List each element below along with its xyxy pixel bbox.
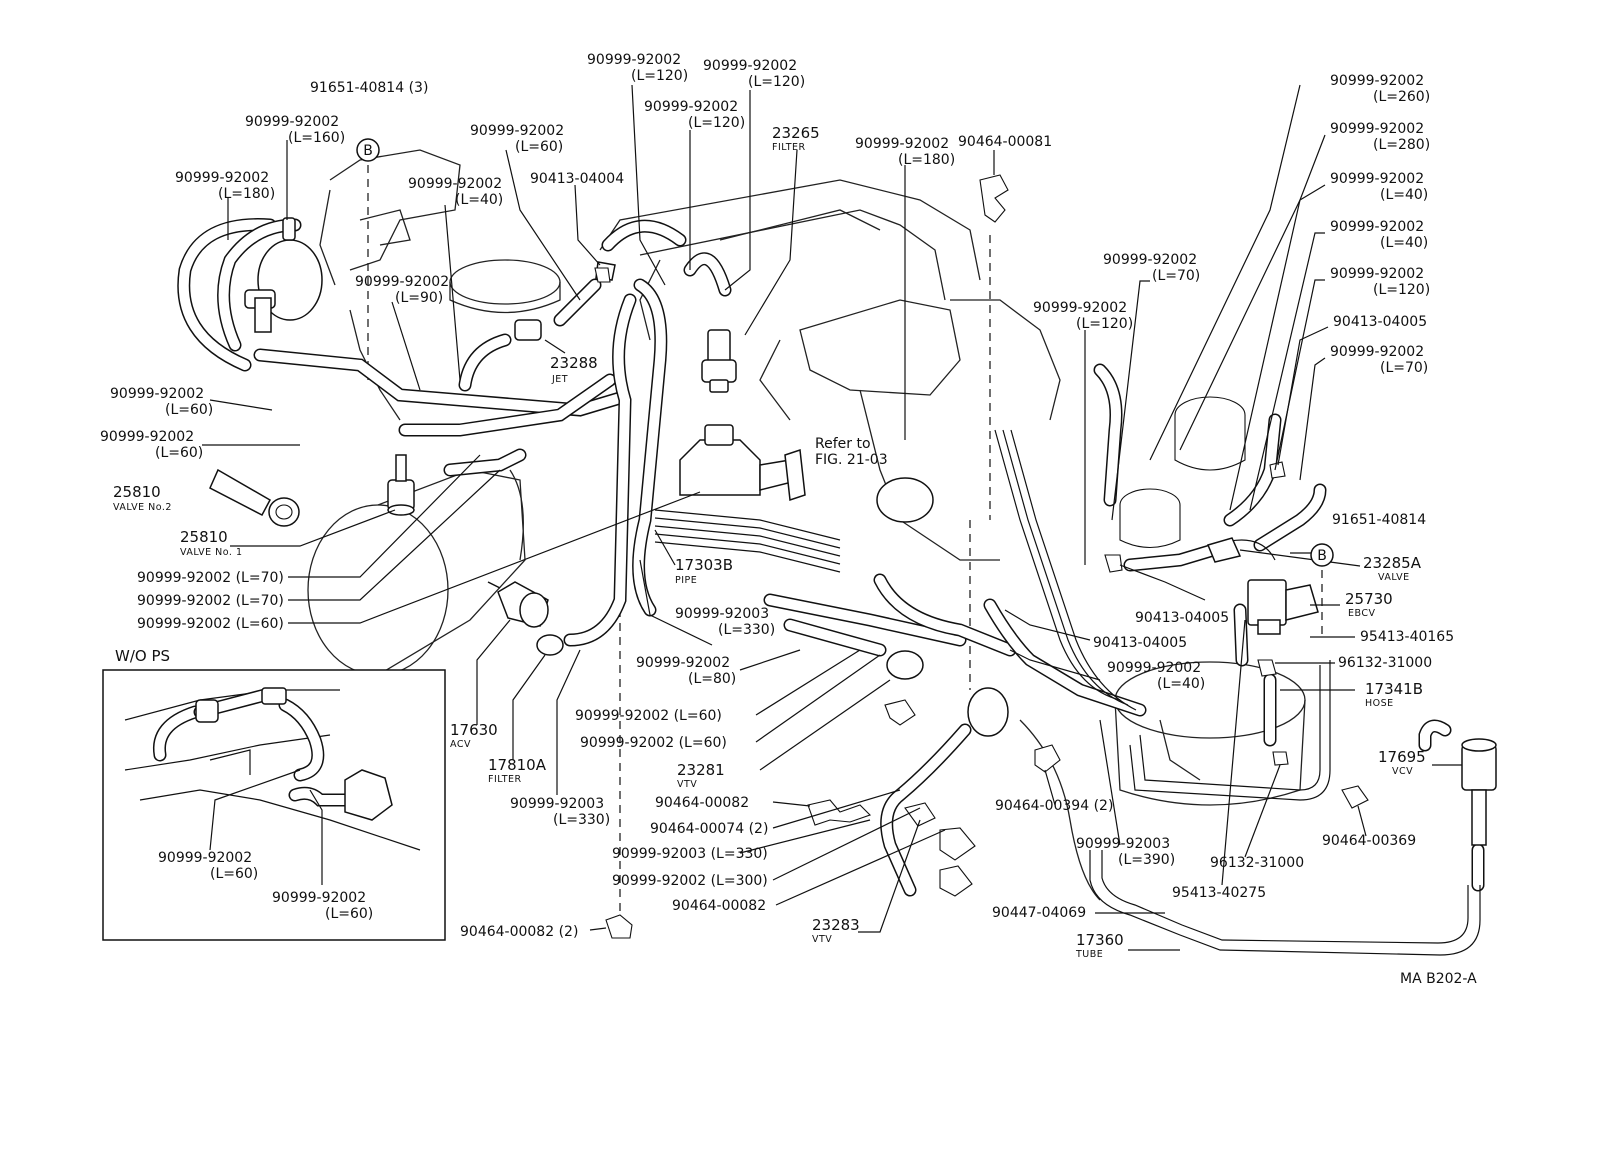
label-hose-l120-mid: 90999-92002(L=120) [1033, 300, 1133, 332]
valve-no1 [387, 454, 415, 516]
label-hose-l120-c: 90999-92002(L=120) [644, 99, 745, 131]
label-hose-l330-b: 90999-92003 (L=330) [612, 846, 768, 862]
part-labels: 91651-40814 (3) 90999-92002(L=160) 90999… [100, 52, 1477, 987]
marker-b-left: B [356, 138, 380, 162]
label-hose-l120-right: 90999-92002(L=120) [1330, 266, 1430, 298]
vacuum-hoses [177, 218, 1485, 897]
label-hose-l40-right-a: 90999-92002(L=40) [1330, 171, 1428, 203]
label-90464-00074: 90464-00074 (2) [650, 821, 768, 837]
label-hose-l60-c: 90999-92002 (L=60) [137, 616, 284, 632]
components [209, 174, 1497, 939]
filter-17810a [536, 634, 564, 656]
label-90464-00369: 90464-00369 [1322, 833, 1416, 849]
label-hose-l300: 90999-92002 (L=300) [612, 873, 768, 889]
vtv-23281 [886, 650, 924, 680]
acv-17630 [487, 581, 549, 628]
svg-text:B: B [1317, 548, 1327, 564]
vacuum-unit-center [679, 424, 802, 496]
label-95413-40165: 95413-40165 [1360, 629, 1454, 645]
label-hose-l60-a: 90999-92002(L=60) [110, 386, 213, 418]
metal-pipes [654, 429, 1481, 956]
label-90447-04069: 90447-04069 [992, 905, 1086, 921]
label-hose-l180-left: 90999-92002(L=180) [175, 170, 275, 202]
label-91651-40814: 91651-40814 [1332, 512, 1426, 528]
label-inset-hose-l60-b: 90999-92002(L=60) [272, 890, 373, 922]
jet-23288 [514, 319, 542, 341]
label-hose-l280: 90999-92002(L=280) [1330, 121, 1430, 153]
ebcv-25730 [1247, 579, 1319, 635]
label-hose-l70-mid: 90999-92002(L=70) [1103, 252, 1200, 284]
label-hose-l40-right-b: 90999-92002(L=40) [1330, 219, 1428, 251]
label-hose-l390: 90999-92003(L=390) [1076, 836, 1175, 868]
label-hose-l260: 90999-92002(L=260) [1330, 73, 1430, 105]
inset-without-ps [102, 669, 446, 941]
label-hose-l60-e: 90999-92002 (L=60) [580, 735, 727, 751]
label-96132-31000-a: 96132-31000 [1338, 655, 1432, 671]
label-hose-l330-c: 90999-92003(L=330) [510, 796, 610, 828]
label-hose-l60-b: 90999-92002(L=60) [100, 429, 203, 461]
label-90464-00082-a: 90464-00082 [655, 795, 749, 811]
label-91651-40814-3: 91651-40814 (3) [310, 80, 428, 96]
label-hose-l120-b: 90999-92002(L=120) [703, 58, 805, 90]
label-hose-l40-left: 90999-92002(L=40) [408, 176, 503, 208]
label-90464-00081: 90464-00081 [958, 134, 1052, 150]
label-90464-00394: 90464-00394 (2) [995, 798, 1113, 814]
label-hose-l160: 90999-92002(L=160) [245, 114, 345, 146]
leader-lines [202, 84, 1462, 951]
label-wo-ps: W/O PS [115, 647, 170, 665]
label-hose-l90: 90999-92002(L=90) [355, 274, 449, 306]
label-figure-code: MA B202-A [1400, 971, 1477, 987]
label-95413-40275: 95413-40275 [1172, 885, 1266, 901]
label-hose-l60-top: 90999-92002(L=60) [470, 123, 564, 155]
label-90464-00082-b: 90464-00082 [672, 898, 766, 914]
label-hose-l330-a: 90999-92003(L=330) [675, 606, 775, 638]
label-hose-l70-a: 90999-92002 (L=70) [137, 570, 284, 586]
engine-outline [307, 149, 1306, 901]
filter-23265 [701, 329, 737, 393]
valve-no2 [209, 468, 300, 527]
label-90413-04005-b: 90413-04005 [1135, 610, 1229, 626]
marker-b-right: B [1310, 543, 1334, 567]
vcv-17695 [1461, 738, 1497, 846]
vtv-23283 [967, 687, 1009, 737]
label-90413-04005-c: 90413-04005 [1093, 635, 1187, 651]
label-hose-l60-d: 90999-92002 (L=60) [575, 708, 722, 724]
label-hose-l120-a: 90999-92002(L=120) [587, 52, 688, 84]
label-hose-l70-right: 90999-92002(L=70) [1330, 344, 1428, 376]
label-hose-l40-low: 90999-92002(L=40) [1107, 660, 1205, 692]
svg-text:B: B [363, 143, 373, 159]
label-96132-31000-b: 96132-31000 [1210, 855, 1304, 871]
valve-23285a [1206, 537, 1242, 563]
label-hose-l180-center: 90999-92002(L=180) [855, 136, 955, 168]
label-hose-l70-b: 90999-92002 (L=70) [137, 593, 284, 609]
label-90413-04004: 90413-04004 [530, 171, 624, 187]
label-hose-l80: 90999-92002(L=80) [636, 655, 736, 687]
label-inset-hose-l60-a: 90999-92002(L=60) [158, 850, 258, 882]
label-90464-00082-2: 90464-00082 (2) [460, 924, 578, 940]
label-90413-04005-a: 90413-04005 [1333, 314, 1427, 330]
